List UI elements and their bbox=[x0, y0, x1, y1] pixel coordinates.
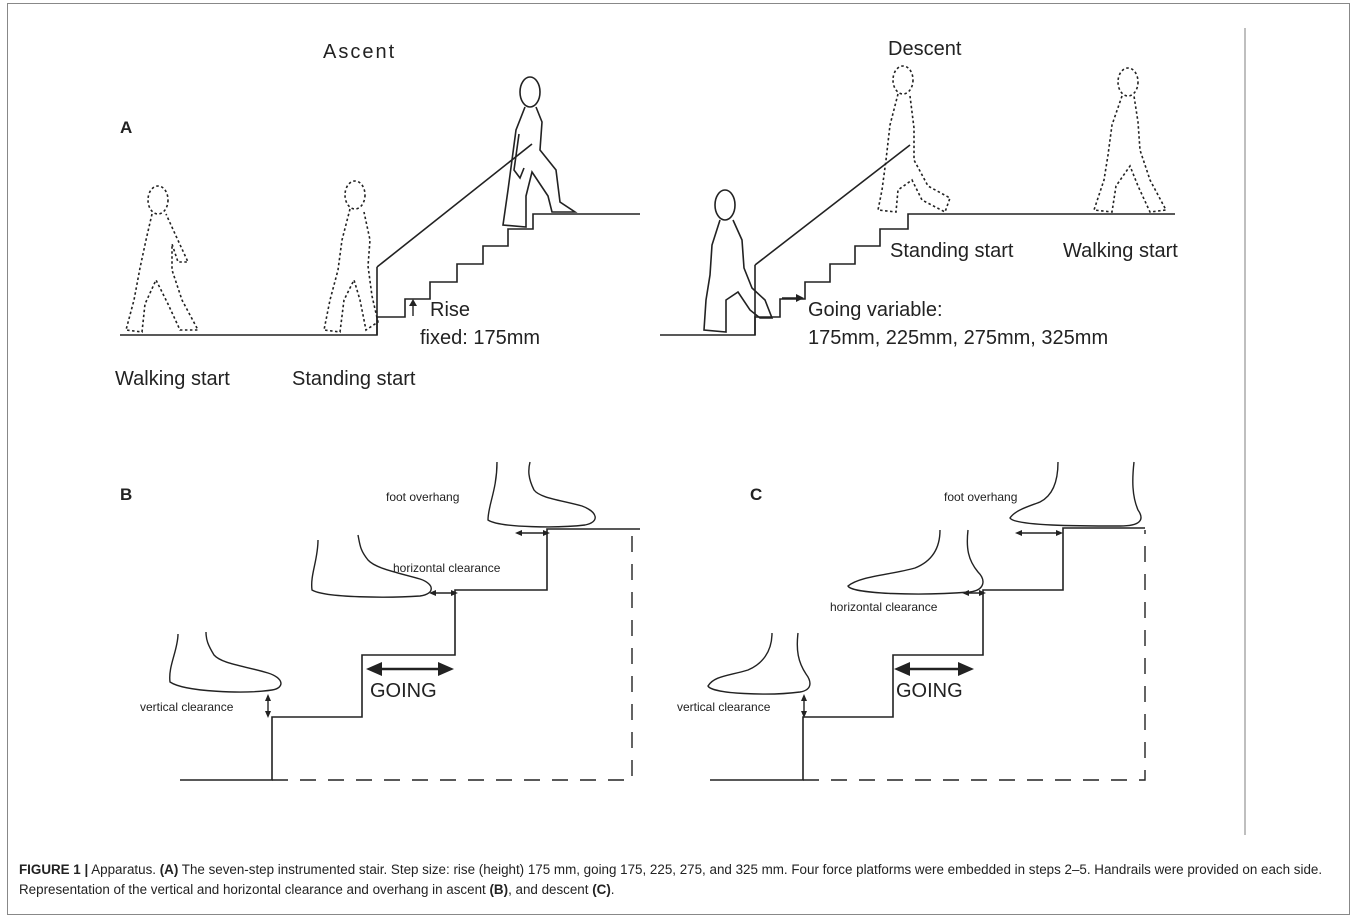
rise-label: Rise bbox=[430, 299, 470, 321]
ascent-step-profile bbox=[180, 528, 640, 781]
caption-part1: Apparatus. bbox=[88, 862, 160, 877]
vertical-arrow-heads-b bbox=[265, 694, 271, 718]
horizontal-arrow-heads-b bbox=[429, 590, 458, 596]
standing-start-left: Standing start bbox=[292, 368, 416, 390]
middle-foot bbox=[310, 534, 432, 598]
walking-start-right: Walking start bbox=[1063, 240, 1178, 262]
horizontal-arrow-heads-c bbox=[962, 590, 986, 596]
rise-value: fixed: 175mm bbox=[420, 327, 540, 349]
panel-c-label: C bbox=[750, 485, 762, 504]
walking-figure-descent bbox=[1092, 67, 1168, 213]
going-label: Going variable: bbox=[808, 299, 943, 321]
descent-title: Descent bbox=[888, 38, 962, 60]
upper-foot bbox=[487, 461, 596, 528]
walking-start-left: Walking start bbox=[115, 368, 230, 390]
caption-ref-b: (B) bbox=[489, 882, 509, 897]
going-values: 175mm, 225mm, 275mm, 325mm bbox=[808, 327, 1108, 349]
descent-handrail bbox=[754, 144, 911, 266]
lower-foot-c bbox=[707, 632, 811, 695]
ascent-handrail bbox=[376, 143, 533, 268]
ascent-title: Ascent bbox=[323, 41, 396, 63]
descent-stair bbox=[660, 213, 1175, 336]
climbing-figure bbox=[502, 76, 578, 228]
panel-b: B foot overhang horizontal clearance ver… bbox=[120, 461, 640, 781]
walking-figure-ascent bbox=[124, 185, 200, 333]
overhang-arrow-heads-b bbox=[515, 530, 550, 536]
going-arrow-heads-c bbox=[894, 662, 974, 676]
standing-figure-ascent bbox=[323, 180, 379, 333]
figure-frame bbox=[7, 3, 1350, 915]
foot-overhang-label-b: foot overhang bbox=[386, 490, 459, 504]
middle-foot-c bbox=[847, 529, 984, 595]
horizontal-clearance-label-b: horizontal clearance bbox=[393, 561, 501, 575]
vertical-arrow-heads-c bbox=[801, 694, 807, 718]
caption-ref-c: (C) bbox=[592, 882, 611, 897]
caption-part3: , and descent bbox=[508, 882, 593, 897]
caption-ref-a: (A) bbox=[159, 862, 179, 877]
panel-a: A Ascent Descent Rise fixed: 175mm Walki… bbox=[115, 38, 1178, 390]
standing-figure-descent bbox=[877, 65, 951, 214]
panel-b-label: B bbox=[120, 485, 132, 504]
foot-overhang-label-c: foot overhang bbox=[944, 490, 1017, 504]
panel-c: C foot overhang horizontal clearance ver… bbox=[677, 461, 1146, 781]
descent-step-profile bbox=[710, 527, 1145, 781]
figure-illustration: A Ascent Descent Rise fixed: 175mm Walki… bbox=[115, 28, 1246, 835]
panel-a-label: A bbox=[120, 118, 132, 137]
step-outline-dashed bbox=[272, 532, 633, 781]
standing-start-right: Standing start bbox=[890, 240, 1014, 262]
caption-figure-label: FIGURE 1 | bbox=[19, 862, 89, 877]
going-label-c: GOING bbox=[896, 680, 963, 702]
caption-part4: . bbox=[610, 882, 615, 897]
upper-foot-c bbox=[1009, 461, 1142, 527]
lower-foot bbox=[169, 631, 282, 693]
vertical-clearance-label-c: vertical clearance bbox=[677, 700, 771, 714]
ascent-stair bbox=[120, 213, 640, 336]
step-outline-dashed-c bbox=[803, 530, 1146, 781]
figure-caption: FIGURE 1 | Apparatus. (A) The seven-step… bbox=[19, 860, 1339, 900]
caption-part2: The seven-step instrumented stair. Step … bbox=[19, 862, 1323, 897]
going-arrow-head bbox=[796, 294, 804, 302]
horizontal-clearance-label-c: horizontal clearance bbox=[830, 600, 938, 614]
rise-arrow-head bbox=[409, 299, 417, 306]
descending-figure bbox=[703, 189, 774, 333]
vertical-clearance-label-b: vertical clearance bbox=[140, 700, 234, 714]
going-label-b: GOING bbox=[370, 680, 437, 702]
